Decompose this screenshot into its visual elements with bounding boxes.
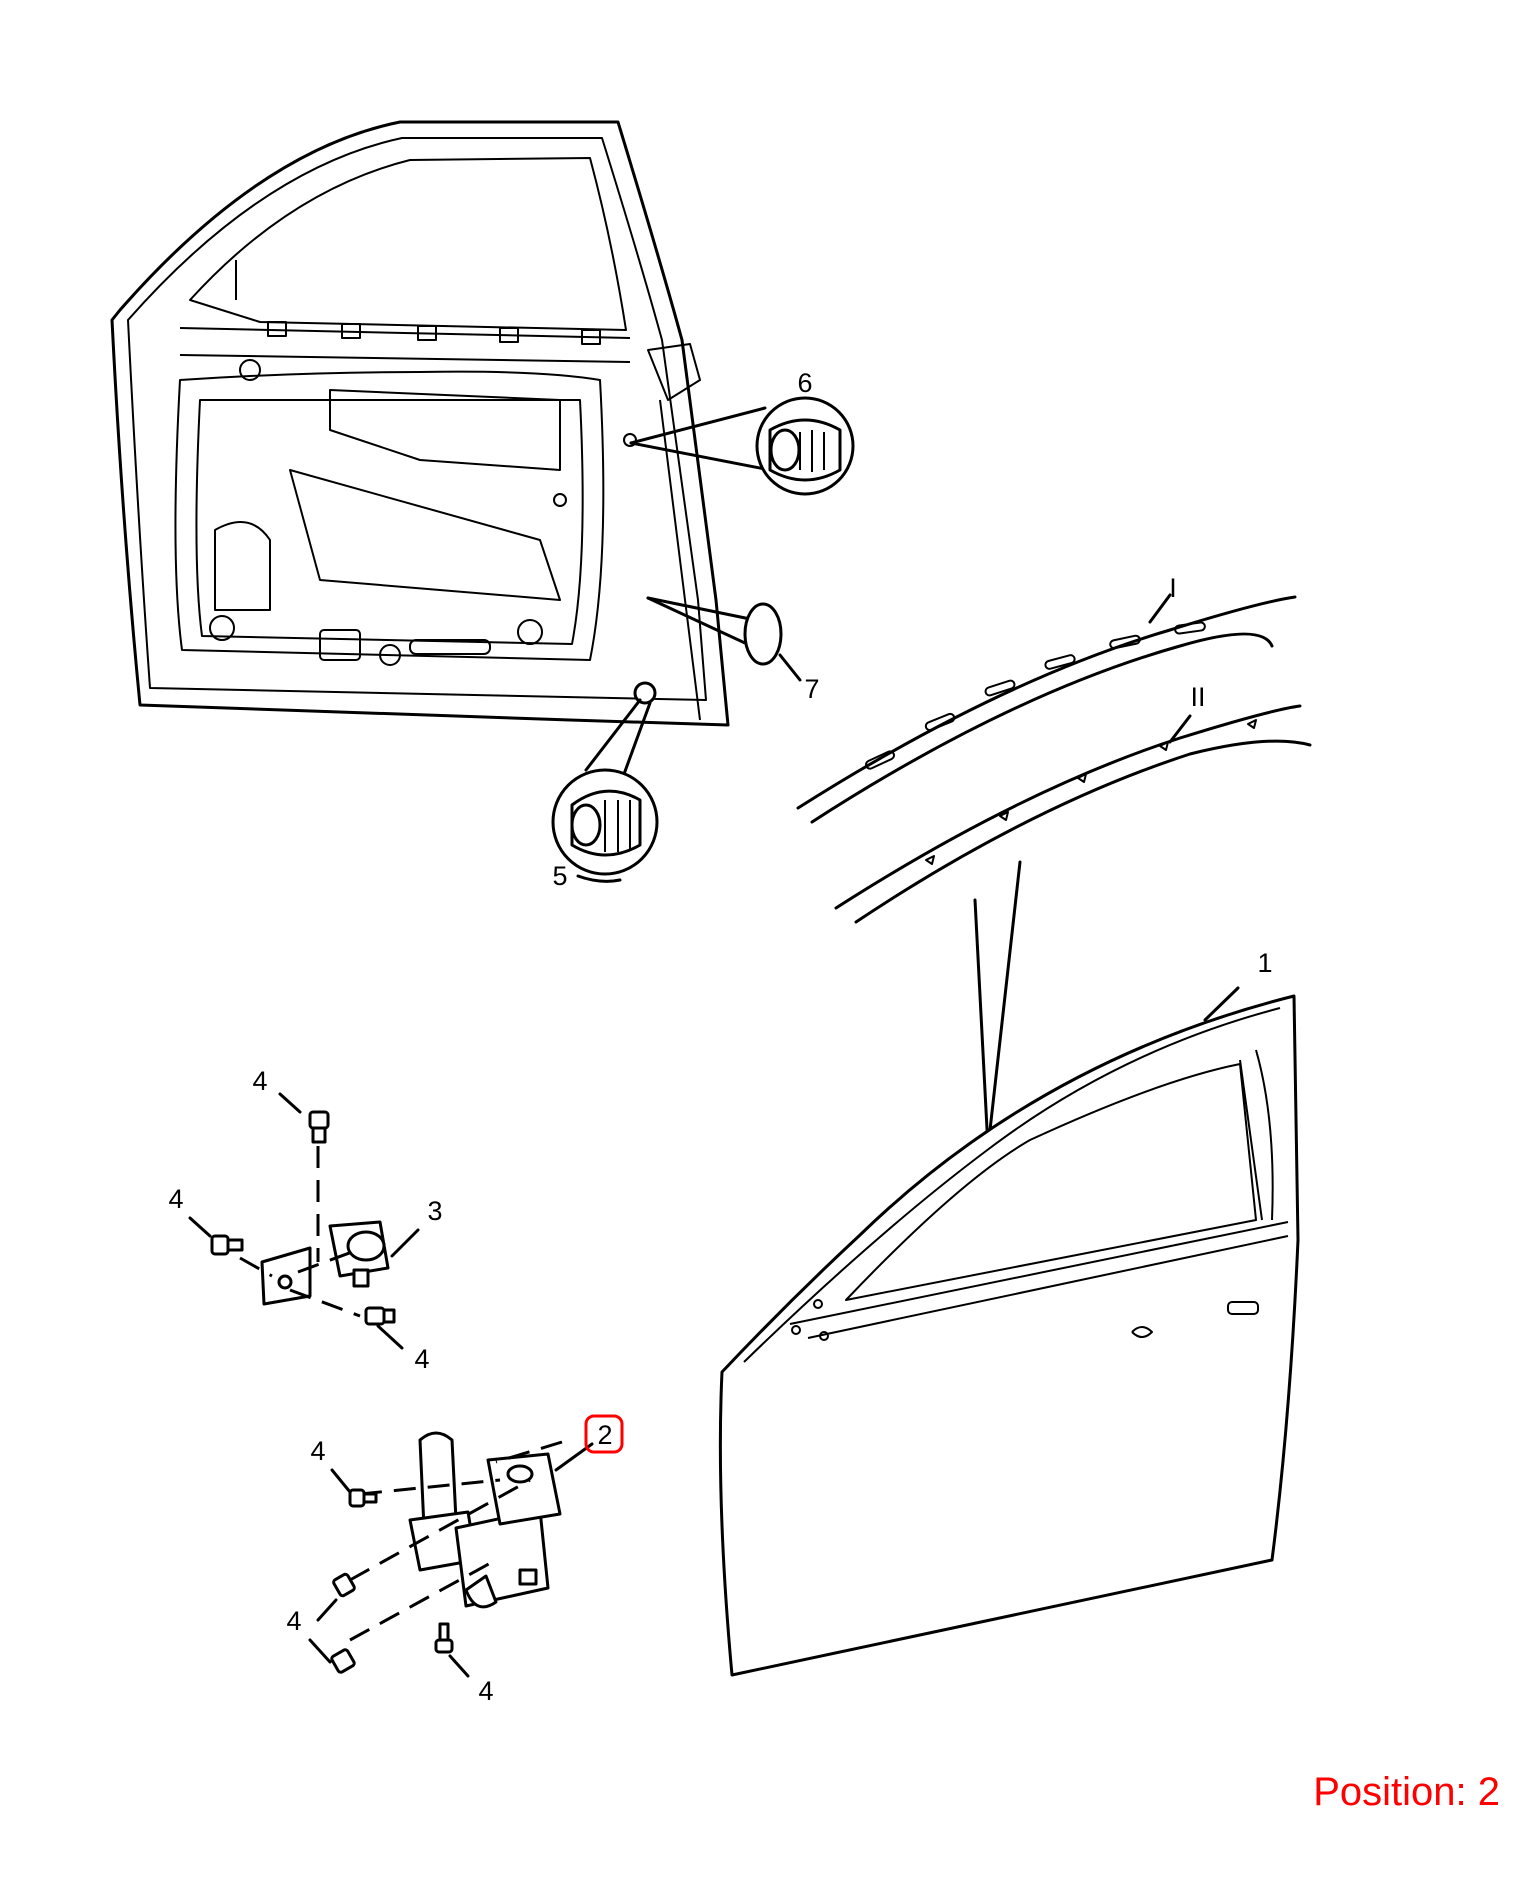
outer-door-1 bbox=[718, 986, 1300, 1677]
callout-3: 3 bbox=[427, 1196, 442, 1226]
callout-4b: 4 bbox=[168, 1184, 183, 1214]
bolt-4-upper-top bbox=[278, 1092, 330, 1144]
callout-5: 5 bbox=[552, 861, 567, 891]
callout-4c: 4 bbox=[414, 1344, 429, 1374]
callout-1: 1 bbox=[1257, 948, 1272, 978]
plug-5 bbox=[551, 681, 659, 883]
callout-6: 6 bbox=[797, 368, 812, 398]
grommet-6 bbox=[629, 396, 855, 496]
bolt-4-upper-bottom bbox=[364, 1306, 404, 1350]
bolt-4-lower-top bbox=[330, 1468, 378, 1508]
weatherstrip-detail-I bbox=[796, 593, 1297, 824]
weatherstrip-detail-II bbox=[834, 704, 1312, 924]
callout-II: II bbox=[1190, 682, 1205, 712]
callout-7: 7 bbox=[804, 674, 819, 704]
seal-7 bbox=[646, 596, 802, 682]
callout-I: I bbox=[1169, 573, 1177, 603]
callout-2: 2 bbox=[597, 1420, 612, 1450]
bolt-4-upper-left bbox=[188, 1216, 244, 1256]
bolt-4-lower-bottom-left bbox=[308, 1638, 356, 1674]
callout-2-highlight bbox=[584, 1414, 624, 1454]
bolt-4-lower-mid bbox=[316, 1572, 356, 1622]
detail-leader bbox=[973, 860, 1022, 1150]
upper-hinge-3 bbox=[239, 1146, 420, 1318]
inner-door-panel bbox=[110, 120, 730, 727]
callout-4f: 4 bbox=[478, 1676, 493, 1706]
callout-4d: 4 bbox=[310, 1436, 325, 1466]
bolt-4-lower-bottom-right bbox=[434, 1622, 470, 1678]
position-label: Position: 2 bbox=[1313, 1770, 1500, 1814]
callout-4a: 4 bbox=[252, 1066, 267, 1096]
lower-hinge-2 bbox=[349, 1431, 594, 1642]
callout-4e: 4 bbox=[286, 1606, 301, 1636]
